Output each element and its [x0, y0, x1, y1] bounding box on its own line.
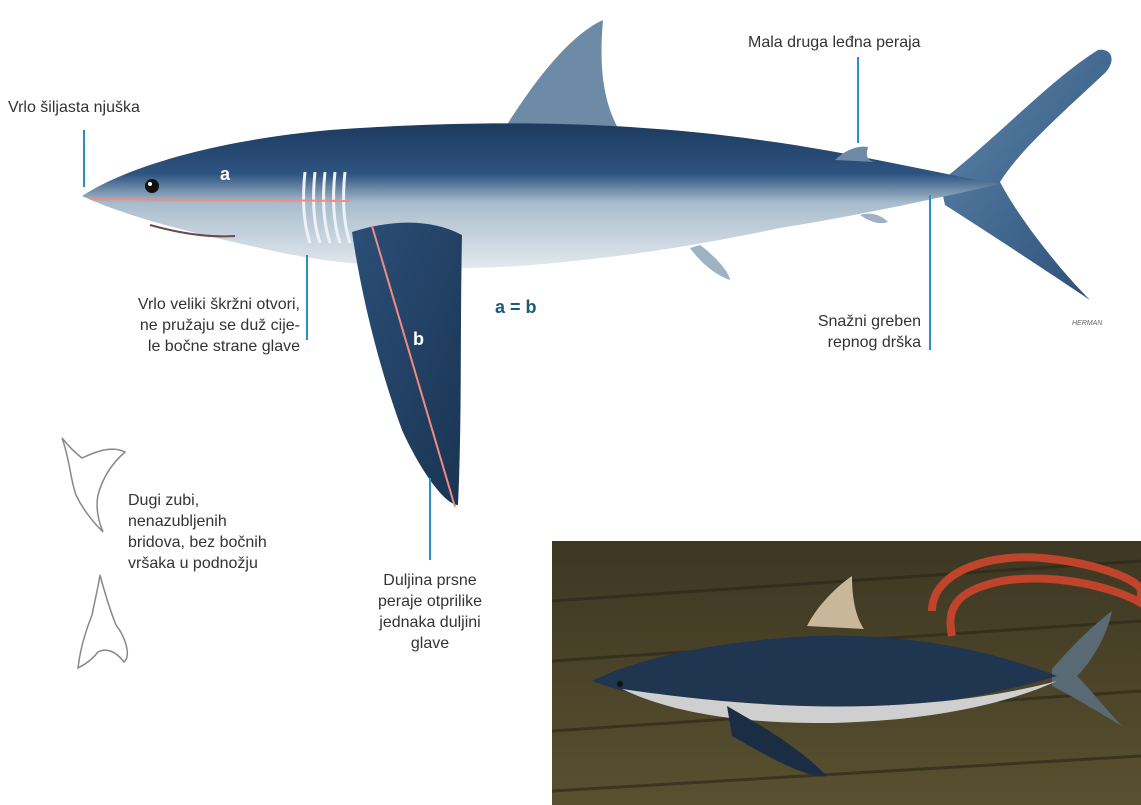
label-pectoral: Duljina prsne peraje otprilike jednaka d… [345, 570, 515, 654]
first-dorsal-fin [505, 20, 618, 128]
shark-photo-drawing [552, 541, 1141, 805]
label-snout: Vrlo šiljasta njuška [8, 97, 140, 118]
label-keel: Snažni greben repnog drška [770, 311, 921, 353]
pectoral-fin [352, 223, 462, 505]
shark-body [82, 123, 1000, 268]
caudal-fin [940, 50, 1112, 300]
pelvic-fin [690, 245, 730, 280]
artist-signature: HERMAN [1072, 320, 1102, 327]
equation-label: a = b [495, 297, 537, 318]
label-teeth: Dugi zubi, nenazubljenih bridova, bez bo… [128, 490, 267, 574]
lower-tooth-drawing [78, 575, 127, 668]
measure-label-b: b [413, 329, 424, 350]
anal-fin [860, 214, 888, 223]
label-second-dorsal: Mala druga leđna peraja [748, 32, 921, 53]
eye [145, 179, 159, 193]
label-gills: Vrlo veliki škržni otvori, ne pružaju se… [80, 294, 300, 357]
shark-photo [552, 541, 1141, 805]
measure-label-a: a [220, 164, 230, 185]
upper-tooth-drawing [62, 438, 125, 532]
